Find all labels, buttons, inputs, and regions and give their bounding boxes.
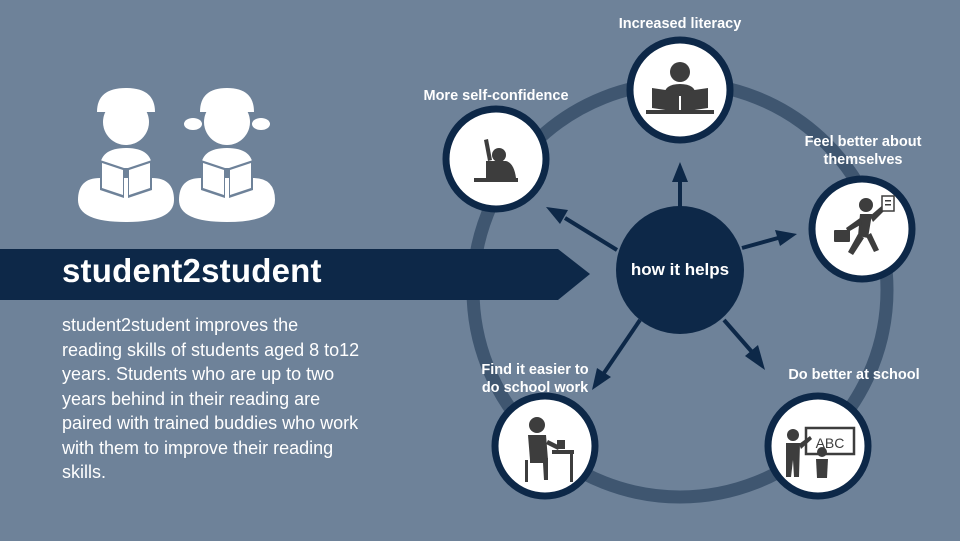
outcome-label-school-work: Find it easier to do school work <box>455 361 615 397</box>
arrow-school <box>722 318 754 354</box>
teacher-board-icon: ABC <box>786 426 856 478</box>
outcome-label-feel-better: Feel better about themselves <box>790 133 936 169</box>
raised-hand-icon <box>474 139 518 182</box>
label-line: do school work <box>481 380 589 396</box>
label-line: Increased literacy <box>618 16 742 32</box>
outcome-label-school: Do better at school <box>772 366 936 384</box>
label-line: More self-confidence <box>423 88 569 104</box>
jumping-person-icon <box>834 195 895 255</box>
arrow-confidence <box>563 216 619 252</box>
arrow-feel-better <box>741 236 779 250</box>
label-line: Find it easier to <box>481 362 589 378</box>
hub-circle <box>616 206 744 334</box>
reading-person-icon <box>646 62 714 114</box>
outcome-label-literacy: Increased literacy <box>580 15 780 33</box>
arrow-school-work <box>602 318 642 375</box>
label-line: Feel better about <box>804 134 922 150</box>
board-text: ABC <box>816 435 845 451</box>
page-title: student2student <box>62 252 322 289</box>
title-banner <box>0 249 590 300</box>
reading-children-icon <box>78 88 275 222</box>
arrows <box>546 162 797 390</box>
label-line: themselves <box>823 152 903 168</box>
student-desk-icon <box>525 417 574 482</box>
hub-label: how it helps <box>630 260 730 279</box>
outcome-label-confidence: More self-confidence <box>400 87 592 105</box>
label-line: Do better at school <box>788 367 920 383</box>
description-text: student2student improves the reading ski… <box>62 315 360 482</box>
